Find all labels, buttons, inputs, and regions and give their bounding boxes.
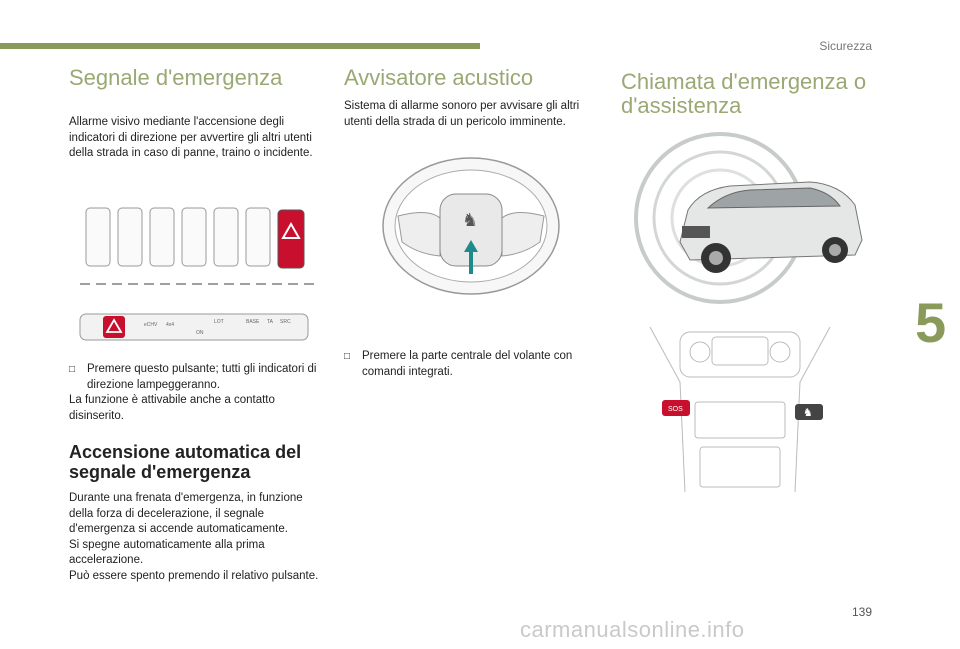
- watermark: carmanualsonline.info: [520, 617, 745, 642]
- svg-text:♞: ♞: [803, 407, 813, 419]
- switch-label-1: eCHV: [144, 322, 158, 328]
- svg-text:SOS: SOS: [668, 406, 683, 413]
- auto-text-block: Durante una frenata d'emergenza, in funz…: [69, 491, 319, 584]
- col1-intro: Allarme visivo mediante l'accensione deg…: [69, 116, 313, 159]
- check-box-icon: □: [344, 351, 351, 362]
- chapter-number: 5: [915, 291, 947, 354]
- section-label: Sicurezza: [819, 39, 872, 53]
- col1-bullet-text: Premere questo pulsante; tutti gli indic…: [87, 363, 317, 391]
- auto-text-3: Può essere spento premendo il relativo p…: [69, 569, 319, 582]
- col2-title: Avvisatore acustico: [344, 65, 534, 90]
- svg-text:♞: ♞: [462, 210, 478, 230]
- sos-console-illustration: SOS ♞: [640, 322, 840, 497]
- switch-label-7: SRC: [280, 319, 291, 325]
- col1-note: La funzione è attivabile anche a contatt…: [69, 394, 275, 422]
- col1-bullet: □ Premere questo pulsante; tutti gli ind…: [69, 362, 335, 393]
- col2-intro: Sistema di allarme sonoro per avvisare g…: [344, 100, 580, 128]
- switch-label-6: TA: [267, 319, 274, 325]
- col1-title: Segnale d'emergenza: [69, 65, 283, 90]
- col2-bullet-text: Premere la parte centrale del volante co…: [362, 350, 573, 378]
- col1-subtitle: Accensione automatica del segnale d'emer…: [69, 442, 302, 482]
- steering-wheel-illustration: ♞: [378, 146, 564, 296]
- check-box-icon: □: [69, 364, 76, 375]
- switch-label-3: ON: [196, 330, 204, 336]
- switch-label-2: 4x4: [166, 322, 174, 328]
- col3-title: Chiamata d'emergenza o d'assistenza: [621, 69, 867, 118]
- sos-car-illustration: [630, 130, 870, 310]
- auto-text-1: Durante una frenata d'emergenza, in funz…: [69, 492, 303, 535]
- top-accent-bar: [0, 43, 480, 49]
- hazard-switch-illustration: eCHV 4x4 ON LOT BASE TA SRC: [70, 196, 320, 346]
- col2-bullet: □ Premere la parte centrale del volante …: [344, 349, 610, 380]
- auto-text-2: Si spegne automaticamente alla prima acc…: [69, 538, 265, 567]
- switch-label-5: BASE: [246, 319, 260, 325]
- switch-label-4: LOT: [214, 319, 224, 325]
- page-number: 139: [851, 605, 872, 619]
